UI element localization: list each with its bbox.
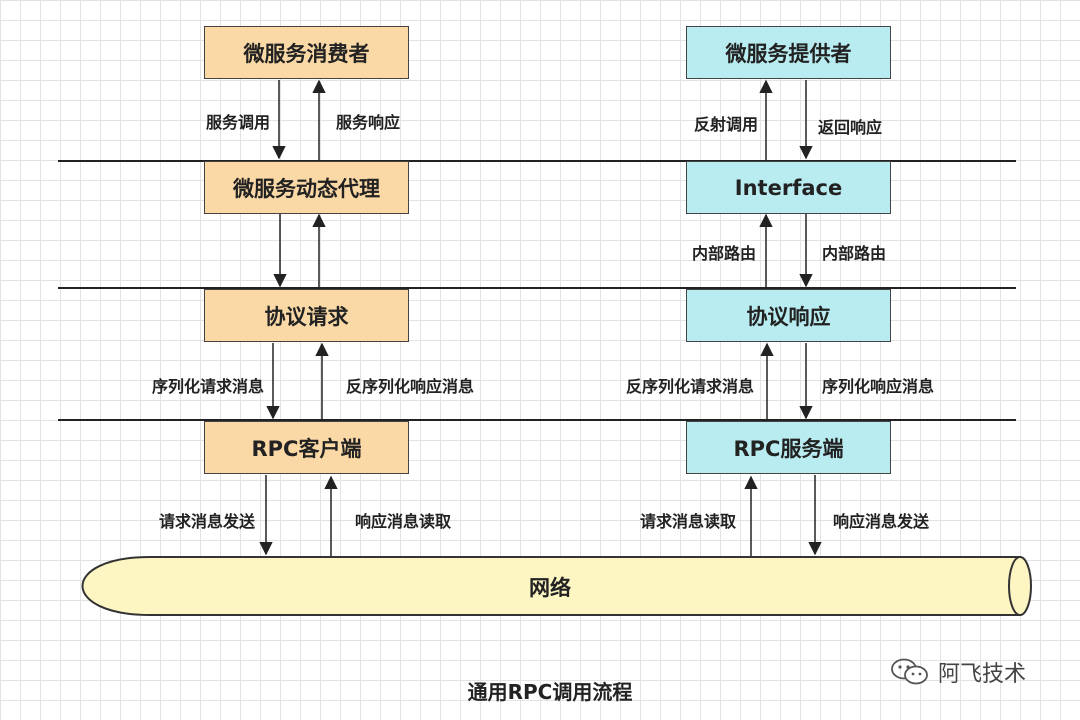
provider-box: 微服务提供者 [686,26,891,79]
rpc-server-box: RPC服务端 [686,421,891,474]
network-label: 网络 [529,576,571,600]
label-reflect-call: 反射调用 [693,115,758,134]
protocol-request-box: 协议请求 [204,289,409,342]
label-deserialize-request: 反序列化请求消息 [625,377,754,396]
label-service-response: 服务响应 [336,113,401,132]
watermark-text: 阿飞技术 [938,662,1027,687]
label-read-request: 请求消息读取 [639,512,736,531]
label-internal-route-down: 内部路由 [822,244,887,263]
label-serialize-response: 序列化响应消息 [822,377,935,396]
label-send-response: 响应消息发送 [833,512,930,531]
consumer-box: 微服务消费者 [204,26,409,79]
label-serialize-request: 序列化请求消息 [151,377,264,396]
label-return-response: 返回响应 [818,118,883,137]
protocol-response-box: 协议响应 [686,289,891,342]
diagram-caption: 通用RPC调用流程 [467,680,633,704]
label-read-response: 响应消息读取 [355,512,452,531]
label-service-call: 服务调用 [205,113,270,132]
network-cylinder [81,556,1032,616]
label-deserialize-response: 反序列化响应消息 [346,377,475,396]
wechat-icon [891,658,928,685]
label-send-request: 请求消息发送 [158,512,255,531]
rpc-client-box: RPC客户端 [204,421,409,474]
dynamic-proxy-box: 微服务动态代理 [204,161,409,214]
watermark: 阿飞技术 [890,656,1026,688]
interface-box: Interface [686,161,891,214]
label-internal-route-up: 内部路由 [691,244,756,263]
